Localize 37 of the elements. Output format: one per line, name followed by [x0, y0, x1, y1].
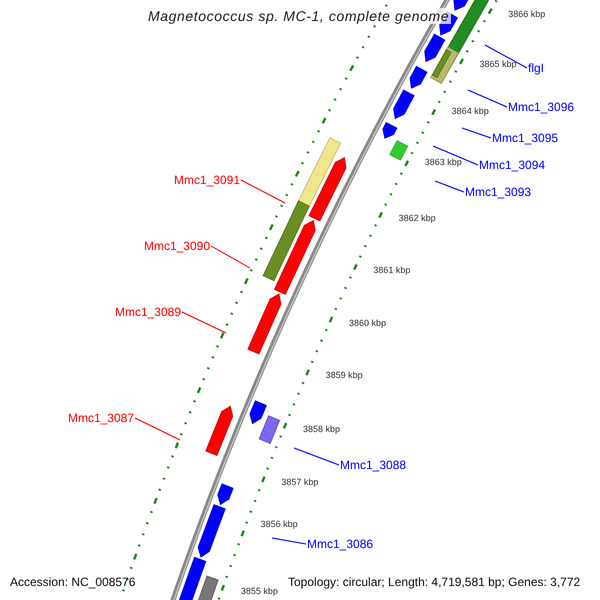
- scale-label: 3861 kbp: [373, 266, 410, 276]
- map-title: Magnetococcus sp. MC-1, complete genome: [146, 8, 452, 24]
- gene-label: flgI: [528, 62, 544, 74]
- scale-label: 3866 kbp: [508, 10, 546, 20]
- gene-label: Mmc1_3088: [340, 459, 406, 471]
- scale-label: 3858 kbp: [303, 424, 340, 434]
- leader-line: [182, 312, 226, 334]
- scale-label: 3864 kbp: [452, 107, 489, 116]
- scale-label: 3863 kbp: [424, 158, 462, 168]
- gene-label: Mmc1_3096: [508, 101, 574, 113]
- gene-label: Mmc1_3091: [174, 174, 240, 186]
- leader-line: [272, 538, 306, 544]
- footer-text: Topology: circular; Length: 4,719,581 bp; Genes: 3,772: [288, 576, 580, 588]
- gene-label: Mmc1_3095: [492, 132, 558, 144]
- scale-label: 3856 kbp: [260, 520, 298, 530]
- scale-label: 3859 kbp: [326, 371, 363, 380]
- scale-label: 3860 kbp: [349, 318, 386, 328]
- leader-line: [134, 418, 180, 440]
- gene-label: Mmc1_3086: [307, 538, 374, 550]
- leader-line: [210, 246, 250, 268]
- gene-label: Mmc1_3093: [465, 186, 532, 198]
- gene-label: Mmc1_3094: [479, 159, 546, 171]
- leader-line: [434, 180, 464, 192]
- footer-text: Accession: NC_008576: [10, 576, 136, 588]
- scale-label: 3857 kbp: [281, 478, 318, 488]
- gene-label: Mmc1_3090: [144, 240, 210, 252]
- gene-label: Mmc1_3087: [68, 412, 134, 424]
- scale-label: 3855 kbp: [240, 586, 278, 596]
- leader-line: [432, 146, 478, 166]
- leader-line: [484, 44, 528, 68]
- leader-line: [240, 180, 286, 204]
- leader-line: [462, 128, 492, 138]
- scale-label: 3862 kbp: [398, 214, 436, 223]
- scale-label: 3865 kbp: [480, 60, 517, 70]
- leader-line: [294, 448, 340, 466]
- gene-label: Mmc1_3089: [114, 306, 181, 318]
- leader-line: [468, 90, 508, 108]
